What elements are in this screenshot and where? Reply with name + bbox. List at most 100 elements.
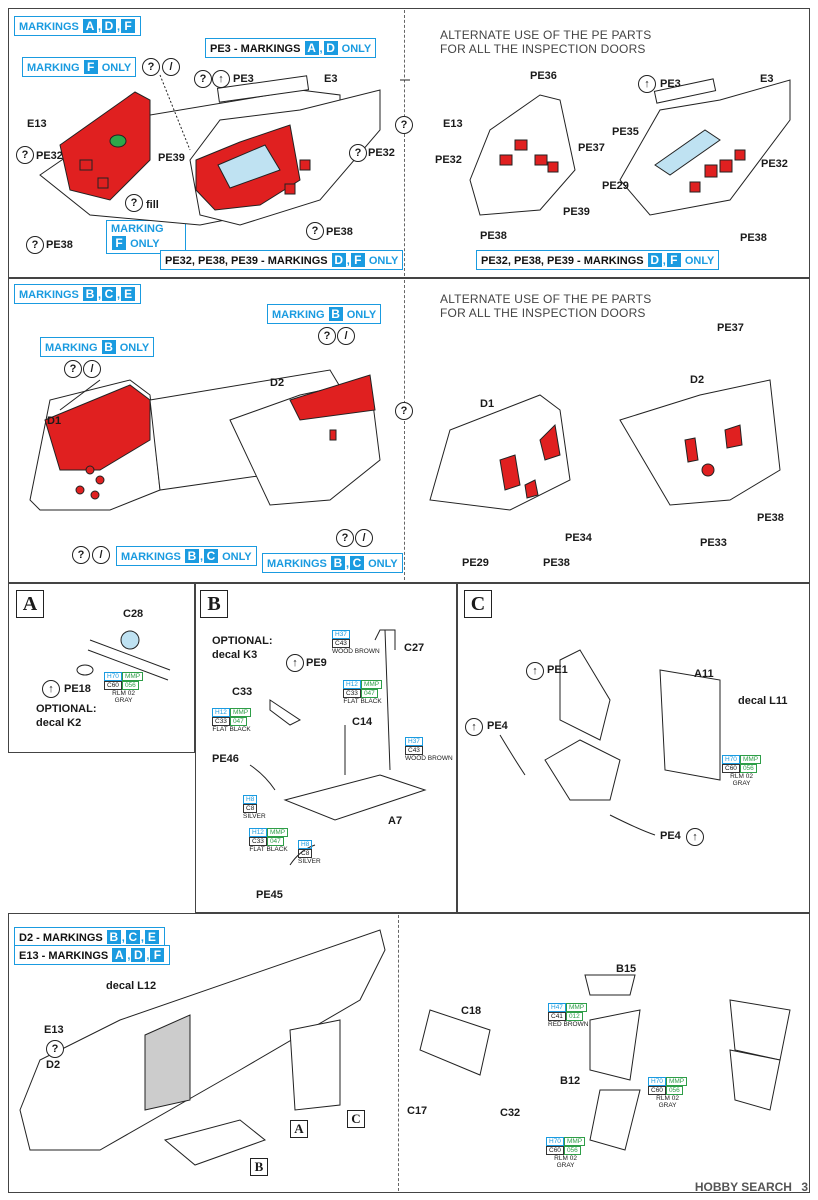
glue-icon: / (162, 58, 180, 76)
pe32-pe38-pe39-markings-label: PE32, PE38, PE39 - MARKINGS D,F ONLY (160, 250, 404, 270)
marking-suffix: ONLY (222, 551, 252, 563)
label-pe38: PE38 (740, 232, 767, 244)
marking-letter: B (82, 287, 97, 301)
marking-suffix: ONLY (684, 255, 715, 267)
paint-callout: H37 C43 WOOD BROWN (332, 630, 380, 655)
cut-icon: ? (395, 116, 413, 134)
marking-suffix: ONLY (368, 558, 398, 570)
label-optional: OPTIONAL: (36, 703, 97, 715)
alternate-note-line: FOR ALL THE INSPECTION DOORS (440, 306, 646, 320)
bend-icon: ↑ (465, 718, 483, 736)
cut-icon: ? (142, 58, 160, 76)
label-e3: E3 (760, 73, 774, 85)
marking-f-only-label: MARKING F ONLY (106, 220, 186, 254)
marking-prefix: MARKING (27, 62, 80, 74)
cut-icon: ? (306, 222, 324, 240)
glue-icon: / (92, 546, 110, 564)
marking-letter: D (331, 253, 346, 267)
label-a7: A7 (388, 815, 403, 827)
marking-letter: A (82, 19, 97, 33)
bend-icon: ↑ (638, 75, 656, 93)
label-pe45: PE45 (256, 889, 283, 901)
label-d2: D2 (270, 377, 285, 389)
label-pe38: PE38 (326, 226, 353, 238)
panel-bottom (8, 913, 810, 1193)
cut-icon: ? (336, 529, 354, 547)
label-c27: C27 (404, 642, 425, 654)
label-b12: B12 (560, 1075, 581, 1087)
marking-suffix: ONLY (341, 43, 372, 55)
label-pe29: PE29 (602, 180, 629, 192)
label-pe9: PE9 (306, 657, 327, 669)
marking-letter: A (304, 41, 319, 55)
label-pe38: PE38 (757, 512, 784, 524)
label-pe33: PE33 (700, 537, 727, 549)
ref-box-b: B (250, 1158, 268, 1176)
marking-letter: C (350, 556, 365, 570)
step-a-box: A (16, 590, 44, 618)
panel-step-a (8, 583, 195, 753)
marking-suffix: ONLY (101, 62, 132, 74)
marking-prefix: MARKINGS (267, 558, 327, 570)
marking-letter: B (184, 549, 199, 563)
label-pe38: PE38 (46, 239, 73, 251)
glue-icon: / (337, 327, 355, 345)
marking-letter: F (150, 948, 165, 962)
panel-markings-adf (8, 8, 810, 278)
marking-b-only-label: MARKING B ONLY (267, 304, 382, 324)
marking-prefix: PE3 - MARKINGS (210, 43, 301, 55)
markings-header-adf: MARKINGS A,D,F (14, 16, 142, 36)
label-decal-l12: decal L12 (106, 980, 157, 992)
marking-prefix: MARKING (45, 342, 98, 354)
step-b-box: B (200, 590, 228, 618)
label-decal-k3: decal K3 (212, 649, 258, 661)
cut-icon: ? (318, 327, 336, 345)
cut-icon: ? (64, 360, 82, 378)
alternate-note-line: ALTERNATE USE OF THE PE PARTS (440, 292, 652, 306)
label-pe39: PE39 (563, 206, 590, 218)
label-e13: E13 (443, 118, 463, 130)
e13-markings-label: E13 - MARKINGS A,D,F (14, 945, 171, 965)
alternate-note-line: ALTERNATE USE OF THE PE PARTS (440, 28, 652, 42)
label-pe32: PE32 (368, 147, 395, 159)
alternate-use-note: ALTERNATE USE OF THE PE PARTS FOR ALL TH… (440, 292, 651, 320)
markings-header-bce: MARKINGS B,C,E (14, 284, 142, 304)
cut-icon: ? (395, 402, 413, 420)
watermark: HOBBY SEARCH (694, 1180, 792, 1194)
marking-f-only-label: MARKING F ONLY (22, 57, 137, 77)
label-pe35: PE35 (612, 126, 639, 138)
label-fill: fill (146, 199, 159, 211)
bend-icon: ↑ (686, 828, 704, 846)
cut-icon: ? (72, 546, 90, 564)
label-d1: D1 (47, 415, 62, 427)
markings-prefix: MARKINGS (19, 289, 79, 301)
marking-prefix: MARKING (111, 223, 164, 235)
marking-letter: B (106, 930, 121, 944)
label-c18: C18 (461, 1005, 482, 1017)
marking-suffix: ONLY (119, 342, 150, 354)
label-c32: C32 (500, 1107, 521, 1119)
marking-suffix: ONLY (130, 238, 160, 250)
marking-letter: E (144, 930, 159, 944)
bend-icon: ↑ (212, 70, 230, 88)
marking-letter: D (647, 253, 662, 267)
label-c17: C17 (407, 1105, 428, 1117)
label-pe36: PE36 (530, 70, 557, 82)
label-c28: C28 (123, 608, 144, 620)
divider (404, 10, 405, 276)
marking-suffix: ONLY (368, 255, 399, 267)
label-e3: E3 (324, 73, 338, 85)
marking-prefix: MARKINGS (121, 551, 181, 563)
marking-suffix: ONLY (346, 309, 377, 321)
label-pe3: PE3 (660, 78, 681, 90)
ref-box-a: A (290, 1120, 308, 1138)
label-pe39: PE39 (158, 152, 185, 164)
marking-letter: B (328, 307, 343, 321)
label-optional: OPTIONAL: (212, 635, 273, 647)
marking-letter: A (112, 948, 127, 962)
